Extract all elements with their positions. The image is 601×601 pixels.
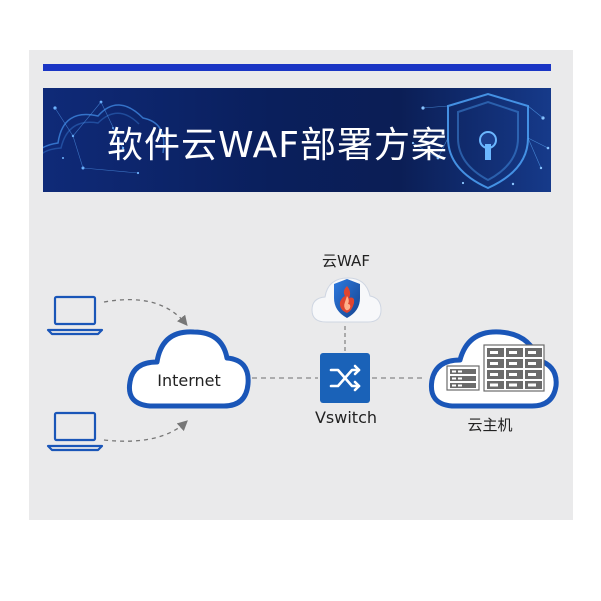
vswitch-label: Vswitch [315,408,377,427]
server-rack-icon [446,344,545,392]
shuffle-icon [329,364,361,392]
arrow-laptop-top [103,299,188,327]
laptop-icon [46,411,104,452]
banner-title: 软件云WAF部署方案 [107,125,448,166]
banner-network-art [43,92,550,190]
shield-flame-icon [334,279,360,318]
arrow-laptop-bottom [103,420,188,442]
host-label: 云主机 [467,416,512,434]
cloud-icon [126,329,251,409]
title-banner: 软件云WAF部署方案 [43,88,551,192]
internet-label: Internet [157,371,221,390]
top-accent-bar [43,64,551,71]
laptop-icon [46,295,104,336]
waf-label: 云WAF [322,252,370,270]
vswitch-icon [320,353,370,403]
